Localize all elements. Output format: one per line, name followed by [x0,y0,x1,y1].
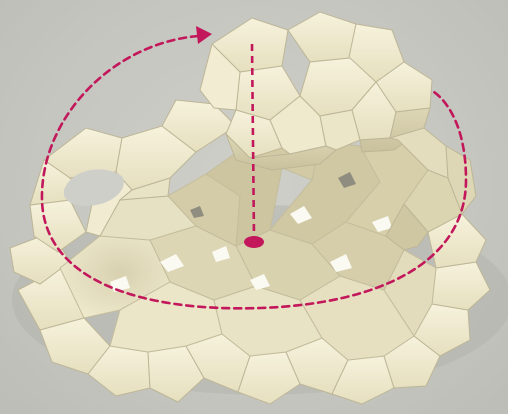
upper-tile-cluster [200,12,432,170]
pivot-dot [244,236,264,248]
circular-arrow-icon [196,26,212,44]
